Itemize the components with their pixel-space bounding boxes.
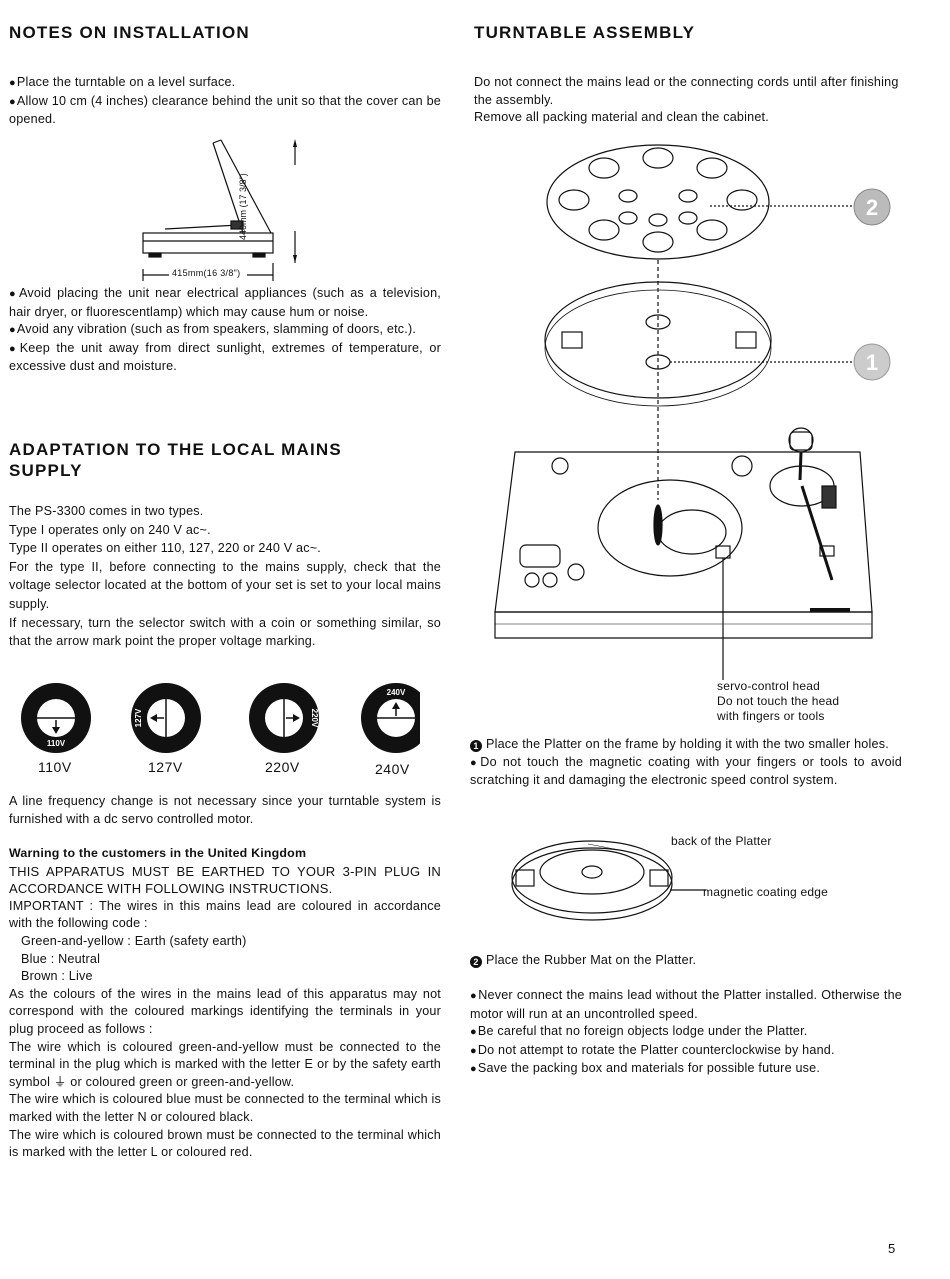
paragraph: The wire which is coloured blue must be … (9, 1092, 441, 1124)
paragraph: The PS-3300 comes in two types. (9, 504, 204, 518)
notes-title: NOTES ON INSTALLATION (9, 23, 250, 42)
voltage-label-220v: 220V (265, 759, 300, 775)
adaptation-title-line1: ADAPTATION TO THE LOCAL MAINS (9, 440, 342, 459)
step-2-label: Place the Rubber Mat on the Platter. (486, 953, 697, 967)
uk-warning: Warning to the customers in the United K… (9, 845, 441, 1162)
svg-text:2: 2 (866, 195, 878, 220)
warning-heading: Warning to the customers in the United K… (9, 846, 307, 860)
list-item: Avoid placing the unit near electrical a… (9, 285, 441, 321)
step-2-text: 2 Place the Rubber Mat on the Platter. (470, 952, 902, 970)
caption-line: Do not touch the head (717, 694, 840, 708)
paragraph: Remove all packing material and clean th… (474, 110, 769, 125)
magnetic-coating-label: magnetic coating edge (703, 885, 828, 899)
back-of-platter-label: back of the Platter (671, 834, 772, 848)
height-dimension-label: 440mm (17 3/8") (238, 173, 248, 240)
step-1: 1 Place the Platter on the frame by holdi… (470, 736, 902, 790)
warning-caps: THIS APPARATUS MUST BE EARTHED TO YOUR 3… (9, 863, 441, 897)
final-bullets: Never connect the mains lead without the… (470, 987, 902, 1079)
servo-caption: servo-control head Do not touch the head… (717, 679, 839, 724)
wire-code: Blue : Neutral (21, 951, 101, 966)
page-number: 5 (888, 1241, 896, 1256)
paragraph: The wire which is coloured brown must be… (9, 1127, 441, 1160)
voltage-dials: 110V 127V 220V 240V (21, 683, 420, 753)
svg-text:240V: 240V (387, 688, 406, 697)
dial-220v-icon: 220V (249, 683, 319, 753)
voltage-label-110v: 110V (38, 759, 72, 775)
clearance-figure (142, 139, 297, 281)
width-dimension-label: 415mm(16 3/8") (172, 268, 241, 278)
paragraph: Do not connect the mains lead or the con… (474, 75, 899, 107)
notes-bullets-top: Place the turntable on a level surface. … (9, 74, 441, 129)
step-1-note: Do not touch the magnetic coating with y… (470, 754, 902, 790)
adaptation-title-line2: SUPPLY (9, 461, 83, 480)
step-2-number-icon: 2 (470, 956, 482, 968)
wire-code: Green-and-yellow : Earth (safety earth) (21, 933, 247, 948)
callout-1-icon: 1 (853, 343, 891, 381)
assembly-title: TURNTABLE ASSEMBLY (474, 23, 696, 42)
dial-110v-icon: 110V (21, 683, 91, 753)
paragraph: The wire which is coloured green-and-yel… (9, 1039, 441, 1089)
svg-text:1: 1 (866, 350, 878, 375)
callout-2-icon: 2 (853, 188, 891, 226)
rubber-mat (546, 144, 770, 260)
svg-text:220V: 220V (310, 709, 319, 728)
step-2: 2 Place the Rubber Mat on the Platter. (470, 952, 902, 970)
assembly-diagram: 2 1 (494, 144, 891, 680)
voltage-label-240v: 240V (375, 761, 410, 777)
list-item: Save the packing box and materials for p… (470, 1060, 902, 1079)
list-item: Place the turntable on a level surface. (9, 74, 441, 93)
platter-back-diagram (511, 840, 706, 921)
dial-127v-icon: 127V (131, 683, 201, 753)
adaptation-text: The PS-3300 comes in two types. Type I o… (9, 502, 441, 651)
list-item: Never connect the mains lead without the… (470, 987, 902, 1023)
list-item: Keep the unit away from direct sunlight,… (9, 340, 441, 376)
caption-line: servo-control head (717, 679, 820, 693)
paragraph: For the type II, before connecting to th… (9, 559, 441, 611)
paragraph: IMPORTANT : The wires in this mains lead… (9, 898, 441, 931)
step-1-text: 1 Place the Platter on the frame by holdi… (470, 736, 902, 754)
voltage-label-127v: 127V (148, 759, 183, 775)
step-1-number-icon: 1 (470, 740, 482, 752)
list-item: Avoid any vibration (such as from speake… (9, 321, 441, 340)
svg-text:127V: 127V (134, 708, 143, 727)
list-item: Be careful that no foreign objects lodge… (470, 1023, 902, 1042)
adaptation-title: ADAPTATION TO THE LOCAL MAINS SUPPLY (9, 439, 342, 481)
paragraph: If necessary, turn the selector switch w… (9, 615, 441, 649)
paragraph: Type I operates only on 240 V ac~. (9, 522, 211, 537)
list-item: Do not attempt to rotate the Platter cou… (470, 1042, 902, 1061)
dial-240v-icon: 240V (361, 683, 420, 753)
svg-text:110V: 110V (47, 739, 66, 748)
paragraph: Type II operates on either 110, 127, 220… (9, 541, 321, 556)
wire-code: Brown : Live (21, 969, 93, 984)
list-item: Allow 10 cm (4 inches) clearance behind … (9, 93, 441, 129)
assembly-intro: Do not connect the mains lead or the con… (474, 74, 906, 127)
frequency-note: A line frequency change is not necessary… (9, 794, 441, 826)
paragraph: As the colours of the wires in the mains… (9, 986, 441, 1036)
caption-line: with fingers or tools (717, 709, 825, 723)
notes-bullets-bottom: Avoid placing the unit near electrical a… (9, 285, 441, 376)
step-1-label: Place the Platter on the frame by holdin… (486, 737, 889, 751)
